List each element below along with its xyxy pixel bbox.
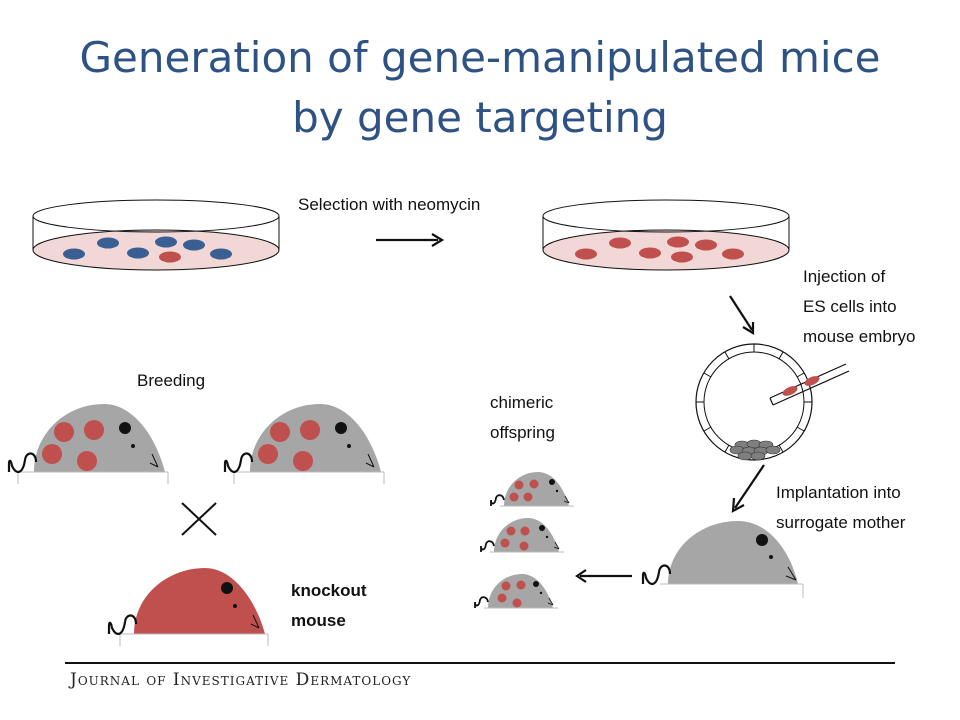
breeding-label: Breeding xyxy=(137,371,206,390)
embryo xyxy=(695,343,850,461)
injection-pipette xyxy=(769,363,850,406)
es-cell-untargeted xyxy=(210,248,232,260)
knockout-mouse xyxy=(107,568,269,646)
es-cell-targeted xyxy=(639,247,661,259)
es-cell-untargeted xyxy=(63,248,85,260)
title-line-1: Generation of gene-manipulated mice xyxy=(79,33,881,82)
injection-arrow xyxy=(729,295,755,335)
cross-symbol xyxy=(181,502,217,536)
petri-dish-mixed xyxy=(32,199,280,271)
selection-arrow xyxy=(376,233,445,247)
es-cell-targeted xyxy=(722,248,744,260)
slide-title: Generation of gene-manipulated mice by g… xyxy=(0,28,960,148)
chimeric-mouse xyxy=(490,472,574,507)
implantation-label: Implantation into surrogate mother xyxy=(776,478,905,538)
es-cell-untargeted xyxy=(97,237,119,249)
knockout-label-line: knockout xyxy=(291,581,367,600)
injection-label-line: mouse embryo xyxy=(803,327,916,346)
es-cell-targeted xyxy=(695,239,717,251)
knockout-mouse-label: knockout mouse xyxy=(291,576,367,636)
chimeric-label-line: offspring xyxy=(490,423,555,442)
chimeric-mouse xyxy=(474,574,558,609)
es-cell-untargeted xyxy=(127,247,149,259)
inner-cell-mass xyxy=(729,439,781,461)
breeding-chimera-left xyxy=(7,404,169,484)
es-cell-untargeted xyxy=(183,239,205,251)
breeding-chimera-right xyxy=(223,404,385,484)
es-cell-targeted xyxy=(667,236,689,248)
chimeric-offspring-label: chimeric offspring xyxy=(490,388,555,448)
injection-label-line: Injection of xyxy=(803,267,886,286)
surrogate-mother-mouse xyxy=(641,521,804,598)
implantation-arrow xyxy=(731,464,765,513)
implantation-label-line: Implantation into xyxy=(776,483,901,502)
birth-arrow xyxy=(575,569,632,583)
injection-label: Injection of ES cells into mouse embryo xyxy=(803,262,915,352)
petri-dish-selected xyxy=(542,199,790,271)
chimeric-label-line: chimeric xyxy=(490,393,554,412)
es-cell-targeted xyxy=(575,248,597,260)
es-cell-targeted xyxy=(609,237,631,249)
es-cell-untargeted xyxy=(155,236,177,248)
footer-divider xyxy=(65,662,895,664)
title-line-2: by gene targeting xyxy=(292,93,668,142)
knockout-label-line: mouse xyxy=(291,611,346,630)
es-cell-targeted xyxy=(159,251,181,263)
chimeric-mouse xyxy=(480,518,564,553)
selection-label: Selection with neomycin xyxy=(298,195,481,214)
es-cell-targeted xyxy=(671,251,693,263)
journal-logo: Journal of Investigative Dermatology xyxy=(70,670,412,690)
injected-es-cell xyxy=(804,376,820,386)
injection-label-line: ES cells into xyxy=(803,297,897,316)
implantation-label-line: surrogate mother xyxy=(776,513,906,532)
injected-es-cell xyxy=(782,386,798,396)
